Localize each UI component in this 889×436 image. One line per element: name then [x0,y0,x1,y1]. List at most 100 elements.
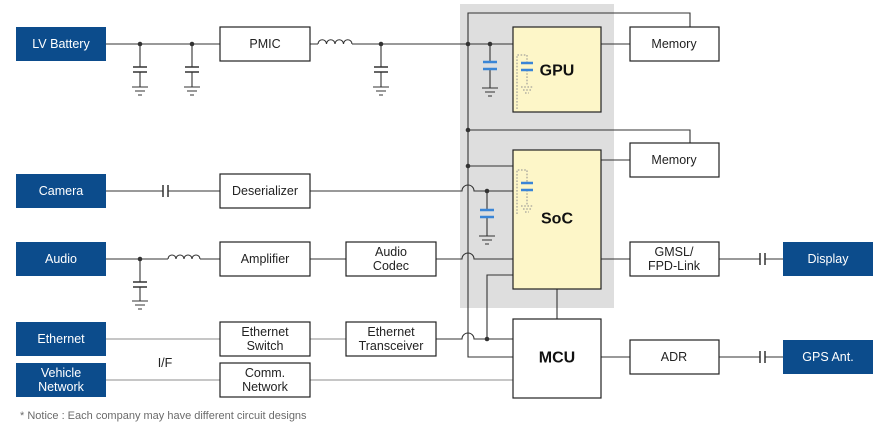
block-deserializer: Deserializer [219,173,311,209]
audio-codec-label-line2: Codec [373,259,409,273]
internal-rail-dotted [516,169,528,214]
audio-codec-box [345,241,437,277]
soc-label: SoC [541,211,573,228]
capacitor-icon [133,66,147,73]
input-vehicle-network: Vehicle Network [16,363,106,397]
internal-rail-dotted [516,54,528,109]
wire-soc-mcu-link [486,274,513,339]
camera-box [16,174,106,208]
ground-icon [479,235,495,245]
adr-box [629,339,720,375]
input-ethernet: Ethernet [16,322,106,356]
memory-gpu-box [629,26,720,62]
vehicle-network-box [16,363,106,397]
junction-dot [378,41,384,47]
interface-label: I/F [158,356,173,370]
output-gps-antenna: GPS Ant. [783,340,873,374]
ethernet-box [16,322,106,356]
camera-label: Camera [39,184,84,198]
gps-antenna-label: GPS Ant. [802,350,853,364]
ethernet-transceiver-label-line1: Ethernet [367,325,415,339]
ethernet-switch-label-line1: Ethernet [241,325,289,339]
input-lv-battery: LV Battery [16,27,106,61]
capacitor-branch-gpu-rail [482,44,498,97]
junction-dot [487,41,493,47]
block-amplifier: Amplifier [219,241,311,277]
capacitor-branch-deserializer [479,191,495,245]
junction-dot [137,41,143,47]
comm-network-box [219,362,311,398]
ground-icon [521,205,533,213]
junction-dots [137,41,493,342]
wire-power-rail [467,12,691,358]
block-ethernet-transceiver: Ethernet Transceiver [345,321,437,357]
amplifier-box [219,241,311,277]
capacitor-icon [162,185,169,197]
capacitor-icon [759,351,766,363]
ground-icon [482,87,498,97]
block-gpu: GPU [512,26,602,113]
audio-box [16,242,106,276]
ground-icon [132,86,148,96]
capacitor-branch-battery-1 [132,44,148,96]
gpu-label: GPU [540,63,575,80]
ground-icon [521,86,533,94]
notice-text: * Notice : Each company may have differe… [20,410,307,422]
capacitor-icon [480,208,494,219]
pmic-box [219,26,311,62]
ethernet-switch-label-line2: Switch [247,339,284,353]
block-ethernet-switch: Ethernet Switch [219,321,311,357]
junction-dot [465,163,471,169]
block-gmsl: GMSL/ FPD-Link [629,241,720,277]
block-memory-gpu: Memory [629,26,720,62]
capacitor-icon [521,61,533,72]
capacitor-branch-audio [132,259,148,310]
audio-label: Audio [45,252,77,266]
wire-transceiver-mcu [436,332,513,340]
wire-codec-soc [436,252,513,260]
input-audio: Audio [16,242,106,276]
gps-antenna-box [783,340,873,374]
memory-soc-label: Memory [651,153,697,167]
input-camera: Camera [16,174,106,208]
memory-soc-box [629,142,720,178]
ethernet-transceiver-label-line2: Transceiver [359,339,424,353]
pmic-label: PMIC [249,37,280,51]
block-pmic: PMIC [219,26,311,62]
vehicle-network-label-line2: Network [38,380,85,394]
ethernet-switch-box [219,321,311,357]
network-wires [106,332,513,381]
comm-network-label-line1: Comm. [245,366,285,380]
block-soc: SoC [512,149,602,290]
soc-box [512,149,602,290]
wire-deserializer-soc [310,184,513,192]
block-comm-network: Comm. Network [219,362,311,398]
ground-icon [184,86,200,96]
capacitor-icon [374,66,388,73]
adr-label: ADR [661,350,687,364]
audio-codec-label-line1: Audio [375,245,407,259]
mcu-box [512,318,602,399]
comm-network-label-line2: Network [242,380,289,394]
capacitor-icon [483,60,497,71]
capacitor-icon [185,66,199,73]
junction-dot [465,127,471,133]
ethernet-transceiver-box [345,321,437,357]
junction-dot [484,188,490,194]
capacitor-branch-pmic [373,44,389,96]
amplifier-label: Amplifier [241,252,290,266]
lv-battery-box [16,27,106,61]
block-audio-codec: Audio Codec [345,241,437,277]
vehicle-network-label-line1: Vehicle [41,366,81,380]
wire-power-memory-soc [468,129,691,143]
deserializer-label: Deserializer [232,184,298,198]
capacitor-icon [759,253,766,265]
ethernet-label: Ethernet [37,332,85,346]
block-adr: ADR [629,339,720,375]
memory-gpu-label: Memory [651,37,697,51]
block-memory-soc: Memory [629,142,720,178]
display-box [783,242,873,276]
capacitor-icon [133,281,147,288]
gmsl-label-line2: FPD-Link [648,259,701,273]
